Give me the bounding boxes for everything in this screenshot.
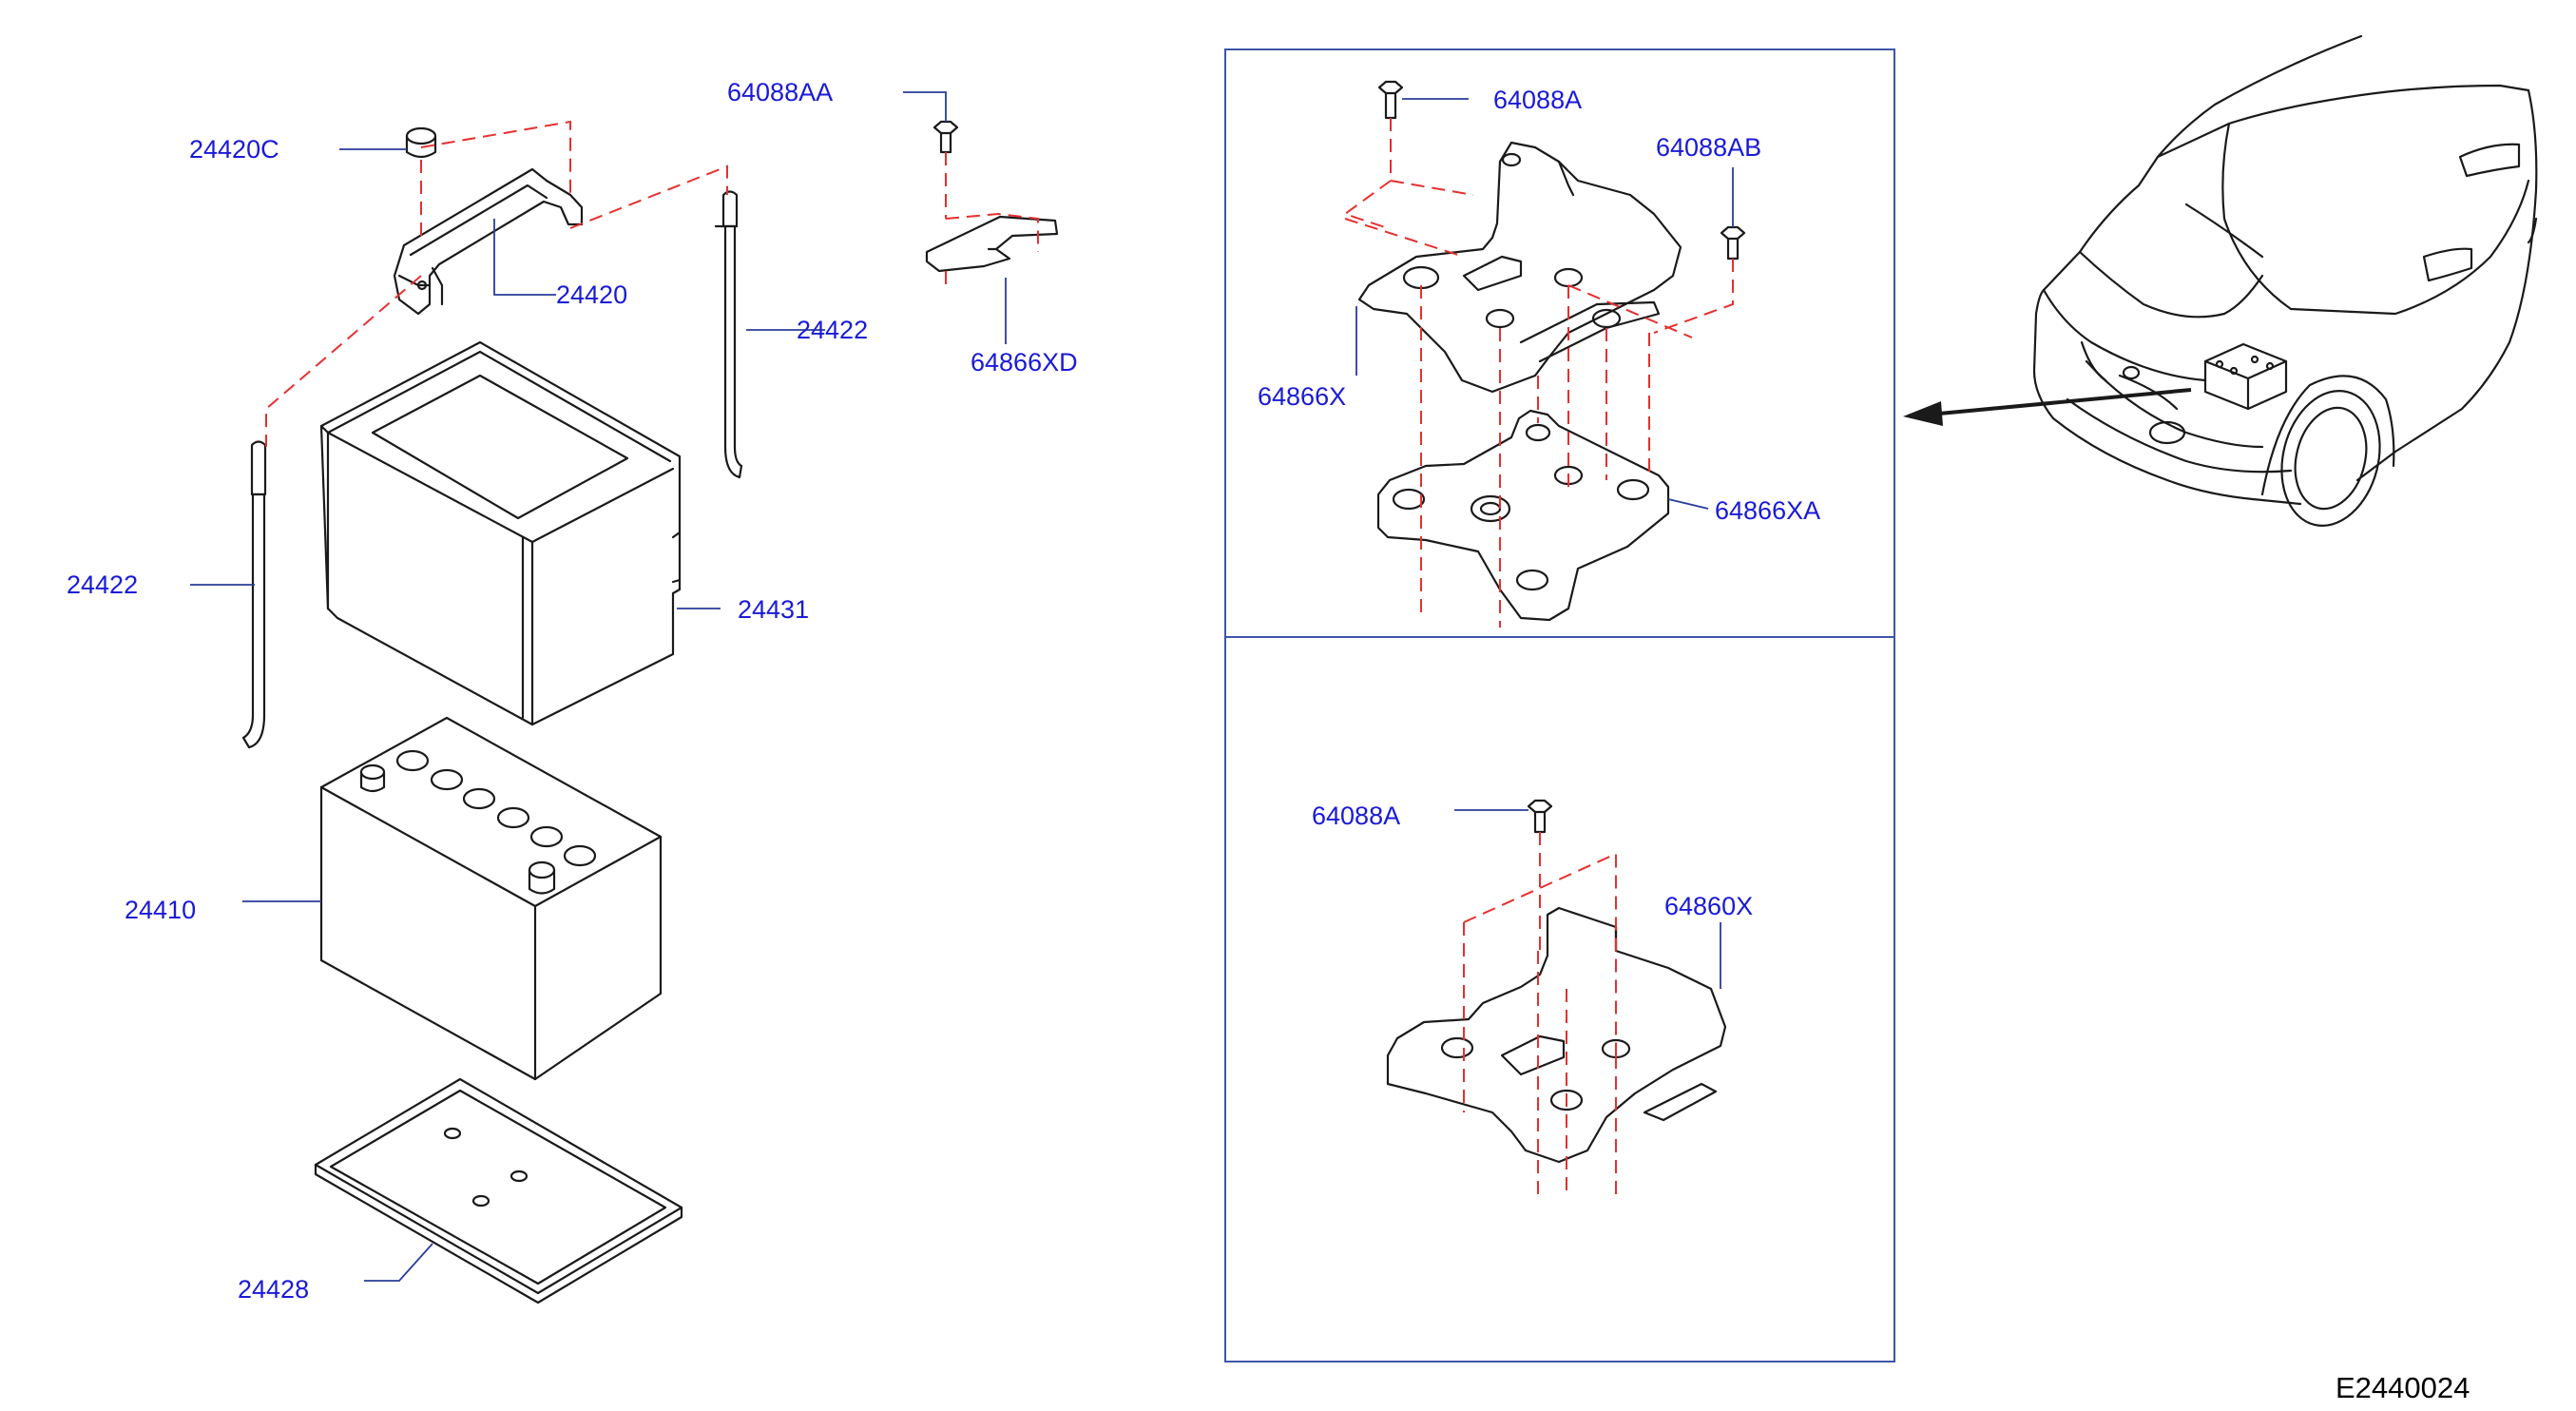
battery-vent-caps (395, 749, 597, 867)
detail-frame-bottom (1224, 636, 1895, 1363)
label-64866XA: 64866XA (1715, 496, 1820, 525)
bolt-64088AA (932, 120, 959, 154)
label-64866X: 64866X (1258, 382, 1346, 411)
label-24422-left: 24422 (67, 570, 138, 599)
bracket-64866XD (925, 215, 1059, 273)
nut-24420C (405, 126, 437, 159)
battery-cover-24431 (319, 340, 682, 726)
j-bolt-24422-left (241, 440, 267, 749)
label-64088A-bottom: 64088A (1312, 802, 1400, 830)
label-24410: 24410 (125, 896, 196, 924)
label-64860X: 64860X (1664, 892, 1753, 920)
bolt-64088A-bottom (1527, 799, 1553, 834)
label-24428: 24428 (238, 1275, 309, 1304)
battery-terminal-positive (528, 860, 556, 895)
assembly-guide-lines (265, 118, 1734, 1198)
vehicle-locator-illustration (2032, 34, 2538, 528)
hold-down-clamp-24420 (393, 167, 584, 316)
label-24422-right: 24422 (797, 316, 868, 344)
locator-arrow (1903, 388, 2192, 426)
label-24420: 24420 (556, 280, 627, 309)
label-64866XD: 64866XD (971, 348, 1078, 377)
battery-24410 (319, 716, 663, 1081)
bolt-64088AB (1720, 225, 1746, 261)
bracket-64866X (1357, 141, 1682, 394)
plate-64866XA (1376, 409, 1670, 622)
j-bolt-24422-right (714, 190, 743, 479)
label-64088AB: 64088AB (1656, 133, 1761, 162)
label-24431: 24431 (738, 595, 809, 624)
battery-terminal-negative (359, 763, 386, 793)
leader-lines (190, 91, 1734, 1282)
label-64088A-top: 64088A (1493, 86, 1582, 114)
label-64088AA: 64088AA (727, 78, 833, 106)
tray-pad-24428 (314, 1077, 683, 1305)
diagram-code: E2440024 (2336, 1371, 2470, 1404)
label-24420C: 24420C (189, 135, 279, 164)
bolt-64088A-top (1377, 80, 1404, 120)
bracket-64860X (1386, 906, 1727, 1164)
